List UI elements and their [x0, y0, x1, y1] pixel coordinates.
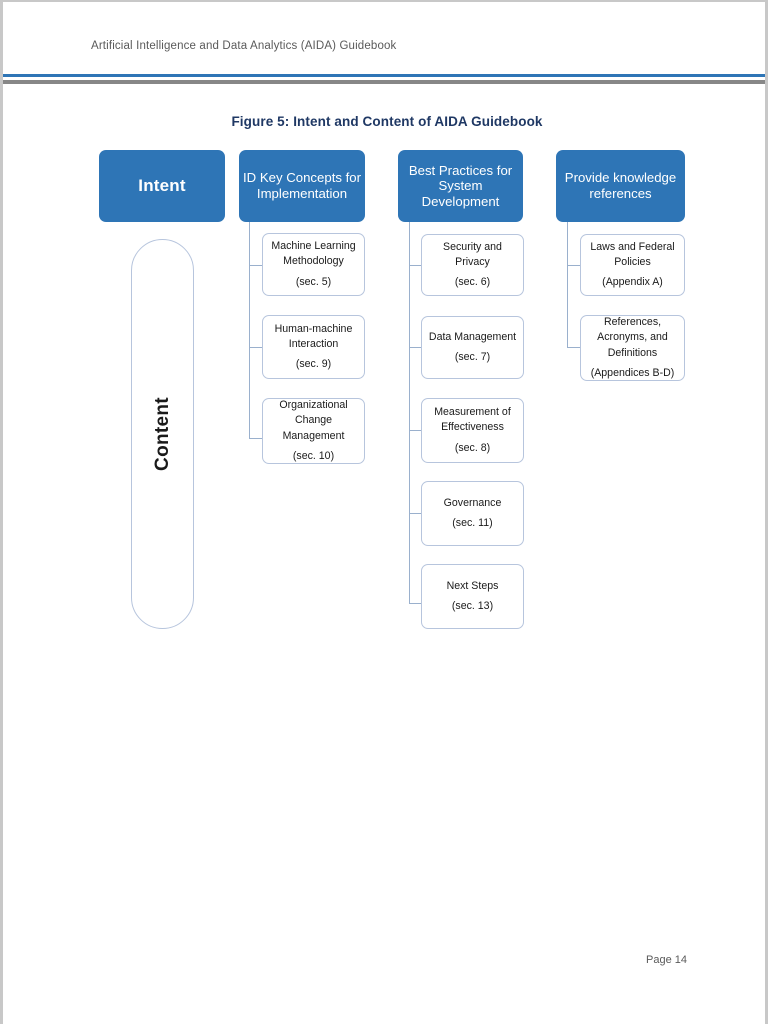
header-box-provide-knowledge-label: Provide knowledge references — [564, 170, 677, 201]
node-section: (sec. 10) — [292, 449, 335, 462]
connector-branch-col2-1 — [249, 265, 262, 266]
node-section: (sec. 11) — [452, 517, 493, 529]
header-box-intent: Intent — [99, 150, 225, 222]
header-box-id-key-concepts-label: ID Key Concepts for Implementation — [243, 170, 362, 201]
node-title: Laws and Federal Policies — [590, 240, 675, 268]
node-section: (sec. 8) — [454, 441, 491, 454]
connector-branch-col3-2 — [409, 347, 421, 348]
connector-trunk-col2 — [249, 222, 250, 438]
node-title: Next Steps — [446, 579, 499, 592]
node-section: (Appendices B-D) — [590, 366, 675, 379]
header-box-id-key-concepts: ID Key Concepts for Implementation — [239, 150, 365, 222]
figure-diagram: Intent ID Key Concepts for Implementatio… — [3, 2, 765, 1024]
node-laws-and-federal-policies: Laws and Federal Policies (Appendix A) — [580, 234, 685, 296]
node-section: (sec. 7) — [454, 351, 491, 363]
node-governance: Governance (sec. 11) — [421, 481, 524, 546]
node-section: (sec. 9) — [295, 358, 332, 371]
content-capsule: Content — [131, 239, 194, 629]
node-human-machine-interaction: Human-machine Interaction (sec. 9) — [262, 315, 365, 379]
running-header: Artificial Intelligence and Data Analyti… — [91, 40, 397, 52]
content-capsule-text-wrap: Content — [132, 240, 193, 628]
node-section: (sec. 6) — [454, 276, 491, 289]
node-title: Security and Privacy — [443, 240, 502, 268]
node-title: References, Acronyms, and Definitions — [597, 316, 668, 359]
content-capsule-label: Content — [151, 397, 173, 471]
header-rule-blue — [3, 74, 765, 77]
node-section: (sec. 5) — [295, 275, 332, 288]
node-security-and-privacy: Security and Privacy (sec. 6) — [421, 234, 524, 296]
connector-branch-col3-3 — [409, 430, 421, 431]
header-box-best-practices: Best Practices for System Development — [398, 150, 523, 222]
node-measurement-of-effectiveness: Measurement of Effectiveness (sec. 8) — [421, 398, 524, 463]
header-box-provide-knowledge: Provide knowledge references — [556, 150, 685, 222]
node-next-steps: Next Steps (sec. 13) — [421, 564, 524, 629]
connector-branch-col3-5 — [409, 603, 421, 604]
connector-branch-col2-2 — [249, 347, 262, 348]
node-section: (Appendix A) — [602, 276, 663, 289]
connector-branch-col3-4 — [409, 513, 421, 514]
node-section: (sec. 13) — [451, 600, 494, 612]
node-data-management: Data Management (sec. 7) — [421, 316, 524, 379]
header-box-intent-label: Intent — [138, 175, 186, 195]
node-title: Machine Learning Methodology — [271, 240, 356, 268]
connector-trunk-col3 — [409, 222, 410, 603]
node-title: Organizational Change Management — [279, 399, 348, 442]
node-machine-learning-methodology: Machine Learning Methodology (sec. 5) — [262, 233, 365, 296]
header-rule-gray — [3, 80, 765, 84]
page-number: Page 14 — [646, 954, 687, 966]
node-title: Governance — [443, 496, 502, 509]
node-references-acronyms-definitions: References, Acronyms, and Definitions (A… — [580, 315, 685, 381]
node-title: Human-machine Interaction — [274, 322, 353, 350]
node-title: Data Management — [428, 330, 517, 343]
node-organizational-change-management: Organizational Change Management (sec. 1… — [262, 398, 365, 464]
connector-branch-col2-3 — [249, 438, 262, 439]
connector-branch-col4-1 — [567, 265, 580, 266]
connector-trunk-col4 — [567, 222, 568, 348]
header-box-best-practices-label: Best Practices for System Development — [408, 162, 513, 209]
node-title: Measurement of Effectiveness — [434, 406, 511, 434]
figure-caption: Figure 5: Intent and Content of AIDA Gui… — [231, 114, 543, 129]
connector-branch-col4-2 — [567, 347, 580, 348]
connector-branch-col3-1 — [409, 265, 421, 266]
